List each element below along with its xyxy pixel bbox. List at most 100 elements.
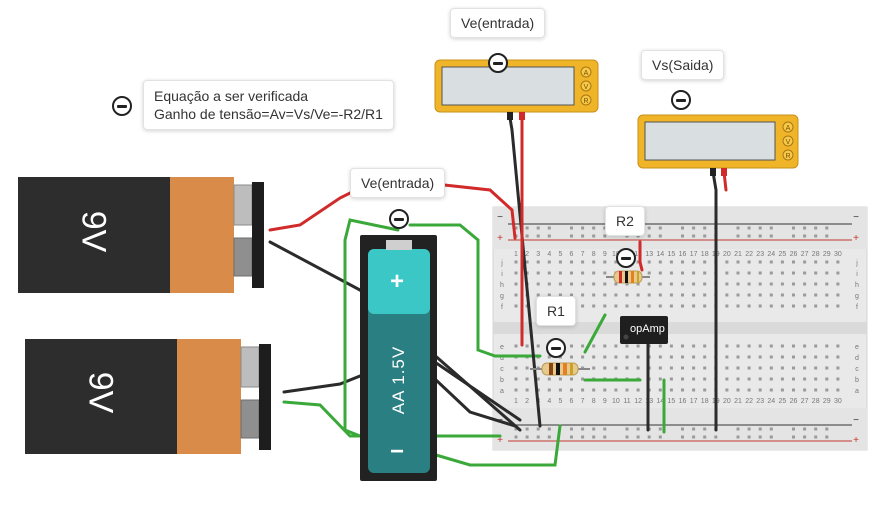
breadboard-hole[interactable] [636,388,640,392]
breadboard-hole[interactable] [636,293,640,297]
breadboard-hole[interactable] [558,282,562,286]
breadboard-hole[interactable] [736,344,740,348]
rail-hole[interactable] [658,435,662,439]
rail-hole[interactable] [703,234,707,238]
breadboard-hole[interactable] [514,293,518,297]
breadboard-hole[interactable] [692,304,696,308]
breadboard-hole[interactable] [603,271,607,275]
breadboard-hole[interactable] [792,366,795,370]
rail-hole[interactable] [636,435,640,439]
breadboard-hole[interactable] [592,344,596,348]
breadboard-hole[interactable] [814,282,818,286]
rail-hole[interactable] [769,226,773,230]
rail-hole[interactable] [825,234,829,238]
breadboard-hole[interactable] [758,282,762,286]
rail-hole[interactable] [792,427,795,431]
breadboard-hole[interactable] [769,293,773,297]
breadboard-hole[interactable] [536,260,540,264]
breadboard-hole[interactable] [581,388,585,392]
breadboard-hole[interactable] [792,260,795,264]
breadboard-hole[interactable] [669,271,673,275]
breadboard-hole[interactable] [725,377,729,381]
meter-mode-button[interactable]: R [785,153,790,160]
breadboard-hole[interactable] [736,377,740,381]
meter-vs-pin-icon[interactable] [671,90,691,110]
breadboard-hole[interactable] [570,377,573,381]
breadboard-hole[interactable] [581,344,585,348]
rail-hole[interactable] [536,435,540,439]
rail-hole[interactable] [603,234,607,238]
rail-hole[interactable] [692,234,696,238]
breadboard-hole[interactable] [681,271,684,275]
breadboard-hole[interactable] [825,304,829,308]
breadboard-hole[interactable] [514,344,518,348]
breadboard-hole[interactable] [769,388,773,392]
breadboard-hole[interactable] [836,271,840,275]
breadboard-hole[interactable] [592,355,596,359]
breadboard-hole[interactable] [769,260,773,264]
breadboard-hole[interactable] [669,355,673,359]
breadboard-hole[interactable] [780,355,784,359]
meter-mode-button[interactable]: A [786,125,791,132]
rail-hole[interactable] [692,435,696,439]
breadboard-hole[interactable] [603,388,607,392]
breadboard-hole[interactable] [669,293,673,297]
breadboard-hole[interactable] [769,366,773,370]
breadboard-hole[interactable] [803,377,807,381]
breadboard-hole[interactable] [836,377,840,381]
breadboard-hole[interactable] [570,344,573,348]
breadboard-hole[interactable] [636,304,640,308]
breadboard-hole[interactable] [658,271,662,275]
breadboard-hole[interactable] [525,388,529,392]
rail-hole[interactable] [536,234,540,238]
breadboard-hole[interactable] [703,304,707,308]
breadboard-hole[interactable] [525,271,529,275]
rail-hole[interactable] [703,435,707,439]
breadboard-hole[interactable] [758,293,762,297]
breadboard-hole[interactable] [669,260,673,264]
rail-hole[interactable] [603,435,607,439]
rail-hole[interactable] [592,435,596,439]
breadboard-hole[interactable] [536,271,540,275]
rail-hole[interactable] [525,234,529,238]
rail-hole[interactable] [547,427,551,431]
rail-hole[interactable] [525,435,529,439]
breadboard-hole[interactable] [803,304,807,308]
breadboard-hole[interactable] [658,304,662,308]
breadboard-hole[interactable] [614,355,618,359]
breadboard-hole[interactable] [625,293,629,297]
breadboard-hole[interactable] [570,271,573,275]
breadboard-hole[interactable] [536,293,540,297]
rail-hole[interactable] [647,435,651,439]
rail-hole[interactable] [547,234,551,238]
breadboard-hole[interactable] [736,271,740,275]
breadboard-hole[interactable] [669,344,673,348]
breadboard-hole[interactable] [692,355,696,359]
breadboard-hole[interactable] [558,388,562,392]
breadboard-hole[interactable] [792,344,795,348]
breadboard-hole[interactable] [625,282,629,286]
breadboard-hole[interactable] [514,304,518,308]
rail-hole[interactable] [692,226,696,230]
breadboard-hole[interactable] [825,344,829,348]
breadboard-hole[interactable] [647,304,651,308]
breadboard-hole[interactable] [825,355,829,359]
breadboard-hole[interactable] [570,260,573,264]
breadboard-hole[interactable] [736,388,740,392]
meter-mode-button[interactable]: V [584,84,589,91]
breadboard-hole[interactable] [747,304,751,308]
rail-hole[interactable] [747,234,751,238]
breadboard-hole[interactable] [636,355,640,359]
breadboard-hole[interactable] [825,260,829,264]
breadboard-hole[interactable] [636,344,640,348]
breadboard-hole[interactable] [814,355,818,359]
breadboard-hole[interactable] [769,271,773,275]
rail-hole[interactable] [525,226,529,230]
breadboard-hole[interactable] [769,304,773,308]
breadboard-hole[interactable] [514,377,518,381]
breadboard-hole[interactable] [669,366,673,370]
rail-hole[interactable] [769,435,773,439]
breadboard-hole[interactable] [581,282,585,286]
rail-hole[interactable] [636,427,640,431]
rail-hole[interactable] [681,427,684,431]
